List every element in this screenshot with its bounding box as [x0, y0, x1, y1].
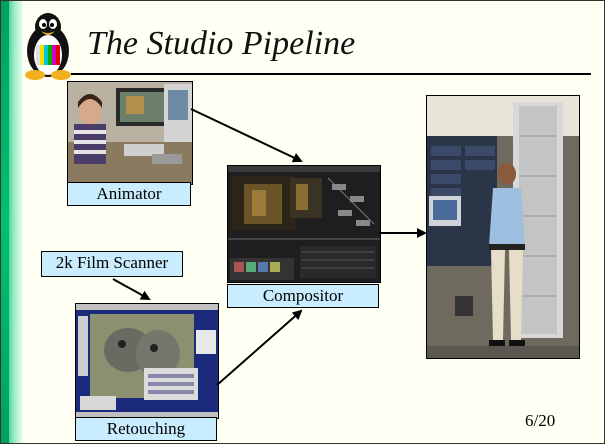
title-underline: [71, 73, 591, 75]
slide-title: The Studio Pipeline: [87, 25, 356, 62]
animator-photo: [67, 81, 193, 185]
compositor-screenshot: [227, 165, 381, 283]
retouching-caption: Retouching: [75, 417, 217, 441]
left-accent-stripe: [1, 1, 9, 443]
film-scanner-caption: 2k Film Scanner: [41, 251, 183, 277]
page-number: 6/20: [525, 411, 556, 430]
arrow-retouching-to-compositor: [216, 309, 303, 386]
arrow-animator-to-compositor: [190, 108, 303, 163]
compositor-caption: Compositor: [227, 284, 379, 308]
arrow-scanner-to-retouching: [112, 278, 151, 300]
retouching-screenshot: [75, 303, 219, 419]
animator-caption: Animator: [67, 182, 191, 206]
tux-penguin-logo: [25, 13, 71, 80]
render-farm-photo: [426, 95, 580, 359]
